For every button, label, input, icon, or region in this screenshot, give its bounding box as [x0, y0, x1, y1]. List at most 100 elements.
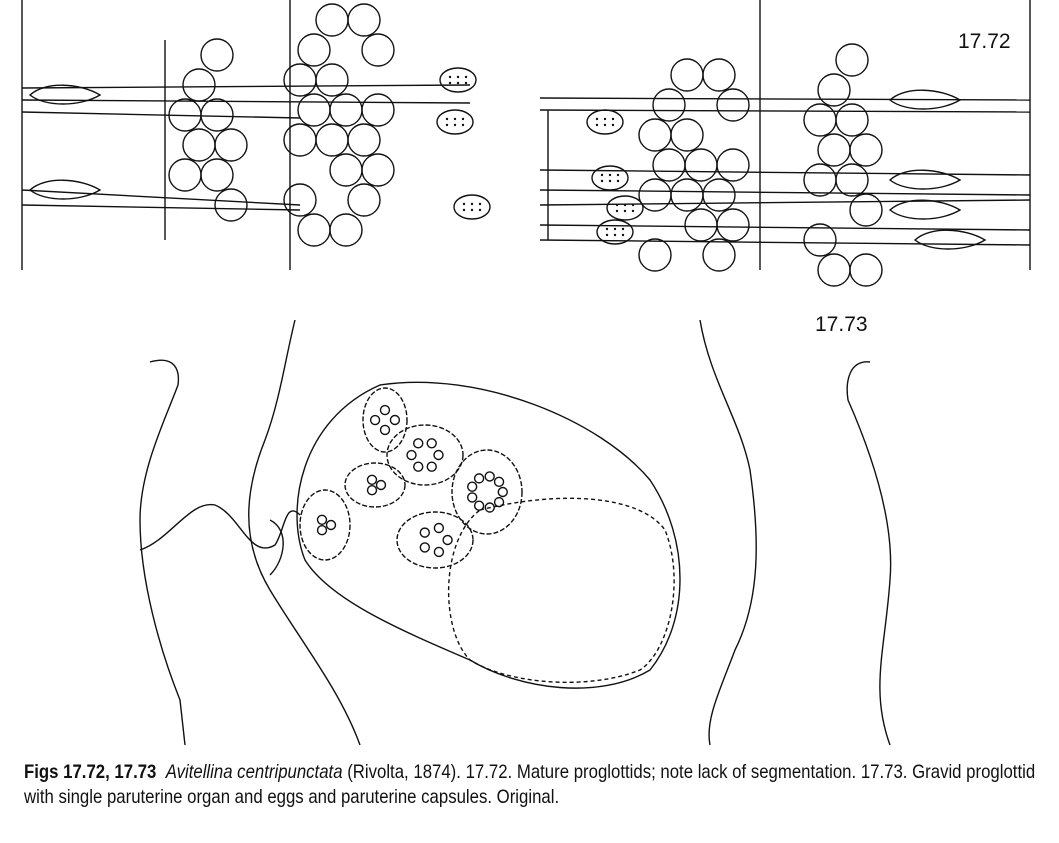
testis [803, 103, 837, 137]
egg [466, 481, 478, 492]
testis [361, 93, 395, 127]
egg [379, 404, 391, 416]
egg [413, 438, 424, 449]
testis [803, 223, 837, 257]
testis [347, 123, 381, 157]
ovary-dot [600, 179, 604, 183]
ovary-dot [595, 117, 599, 121]
ovary-dot [464, 75, 468, 79]
testis [638, 178, 672, 212]
ovary-dot [456, 81, 460, 85]
ovary-dot [448, 75, 452, 79]
paruterine-capsule [299, 489, 351, 561]
ovary-dot [623, 209, 627, 213]
egg [375, 479, 387, 491]
excretory-canal [539, 224, 1031, 231]
figure-label-17-72: 17.72 [958, 30, 1011, 53]
egg [442, 534, 453, 546]
ovary-dot [445, 123, 449, 127]
ovary-dot [478, 202, 482, 206]
paruterine-capsule [344, 462, 406, 508]
testis [283, 63, 317, 97]
testis [835, 43, 869, 77]
excretory-canal [539, 239, 1031, 246]
testis [835, 163, 869, 197]
testis [182, 128, 216, 162]
ovary-dot [461, 123, 465, 127]
cirrus-pouch [888, 169, 962, 190]
paruterine-organ [448, 497, 675, 684]
ovary-dot [616, 173, 620, 177]
testis [168, 158, 202, 192]
ovary-dot [453, 123, 457, 127]
testis [702, 178, 736, 212]
paruterine-outer [296, 381, 681, 689]
testis [315, 123, 349, 157]
testis [817, 253, 851, 287]
ovary-dot [478, 208, 482, 212]
proglottid-illustration [21, 0, 1031, 746]
excretory-canal [21, 189, 301, 206]
egg [389, 414, 401, 426]
ovary-dot [615, 209, 619, 213]
cirrus-pouch [888, 89, 962, 110]
capsule-group [299, 387, 523, 569]
testis [297, 213, 331, 247]
ovary-dot [595, 123, 599, 127]
ovary-dot [615, 203, 619, 207]
ovary-dot [631, 209, 635, 213]
testis [200, 38, 234, 72]
testis [361, 153, 395, 187]
ovary-dot [453, 117, 457, 121]
cirrus-pouch [913, 229, 987, 250]
figure-caption: Figs 17.72, 17.73 Avitellina centripunct… [24, 760, 1047, 810]
ovary-dot [608, 179, 612, 183]
ovary-dot [462, 208, 466, 212]
figure-label-17-73: 17.73 [815, 313, 868, 336]
egg [379, 424, 391, 436]
egg [484, 471, 495, 482]
testis [835, 103, 869, 137]
testis [684, 208, 718, 242]
egg [497, 486, 508, 498]
testis [652, 148, 686, 182]
egg [426, 461, 437, 472]
caption-text: (Rivolta, 1874). 17.72. Mature proglotti… [24, 761, 1036, 808]
testis [716, 208, 750, 242]
testis [803, 163, 837, 197]
ovary-dot [611, 117, 615, 121]
testis [670, 118, 704, 152]
genital-atrium [269, 519, 284, 576]
egg [325, 519, 337, 531]
ovary-dot [631, 203, 635, 207]
egg [467, 492, 478, 503]
testis [849, 193, 883, 227]
inner-wall-left [248, 319, 361, 746]
caption-figure-reference: Figs 17.72, 17.73 [24, 761, 157, 783]
testis [214, 188, 248, 222]
paruterine-capsule [396, 511, 474, 569]
ovary-dot [445, 117, 449, 121]
ovary-dot [470, 202, 474, 206]
ovary-dot [448, 81, 452, 85]
testis [182, 68, 216, 102]
ovary-dot [603, 117, 607, 121]
excretory-canal [21, 111, 301, 119]
genital-duct [139, 503, 301, 551]
egg [413, 461, 424, 472]
ovary [436, 109, 474, 135]
excretory-canal [539, 97, 1031, 101]
testis [347, 3, 381, 37]
testis [315, 3, 349, 37]
ovary-dot [621, 233, 625, 237]
ovary [453, 194, 491, 220]
ovary-dot [605, 233, 609, 237]
ovary-dot [613, 233, 617, 237]
egg [473, 500, 485, 511]
testis [849, 133, 883, 167]
egg [433, 449, 444, 461]
egg [433, 546, 445, 558]
testis [200, 158, 234, 192]
testis [702, 238, 736, 272]
ovary-dot [616, 179, 620, 183]
